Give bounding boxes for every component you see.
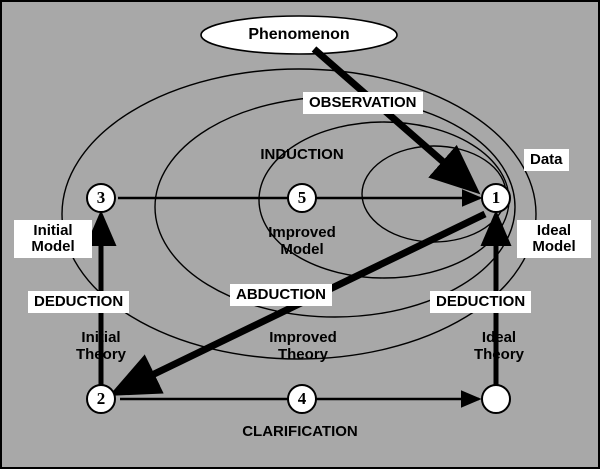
node-4-label: 4 bbox=[297, 389, 307, 408]
arrow-observation bbox=[311, 46, 481, 195]
node-5-label: 5 bbox=[297, 188, 307, 207]
node-2[interactable]: 2 bbox=[86, 384, 116, 414]
label-induction: INDUCTION bbox=[260, 146, 344, 163]
node-5[interactable]: 5 bbox=[287, 183, 317, 213]
label-initial-theory: Initial Theory bbox=[75, 329, 126, 364]
label-clarification: CLARIFICATION bbox=[242, 423, 358, 440]
label-ideal-theory: Ideal Theory bbox=[473, 329, 524, 364]
ellipse-outer bbox=[61, 68, 537, 360]
label-data: Data bbox=[524, 149, 569, 172]
node-1-label: 1 bbox=[491, 188, 501, 207]
node-3[interactable]: 3 bbox=[86, 183, 116, 213]
node-2-label: 2 bbox=[96, 389, 106, 408]
label-deduction-left: DEDUCTION bbox=[28, 291, 130, 314]
phenomenon-ellipse bbox=[200, 15, 398, 55]
label-improved-theory: Improved Theory bbox=[269, 329, 337, 364]
node-3-label: 3 bbox=[96, 188, 106, 207]
label-abduction: ABDUCTION bbox=[230, 284, 332, 307]
node-1[interactable]: 1 bbox=[481, 183, 511, 213]
label-ideal-model: Ideal Model bbox=[517, 220, 591, 259]
label-observation: OBSERVATION bbox=[303, 92, 423, 115]
label-deduction-right: DEDUCTION bbox=[430, 291, 532, 314]
label-improved-model: Improved Model bbox=[268, 224, 336, 259]
node-6[interactable] bbox=[481, 384, 511, 414]
label-initial-model: Initial Model bbox=[14, 220, 92, 259]
node-4[interactable]: 4 bbox=[287, 384, 317, 414]
